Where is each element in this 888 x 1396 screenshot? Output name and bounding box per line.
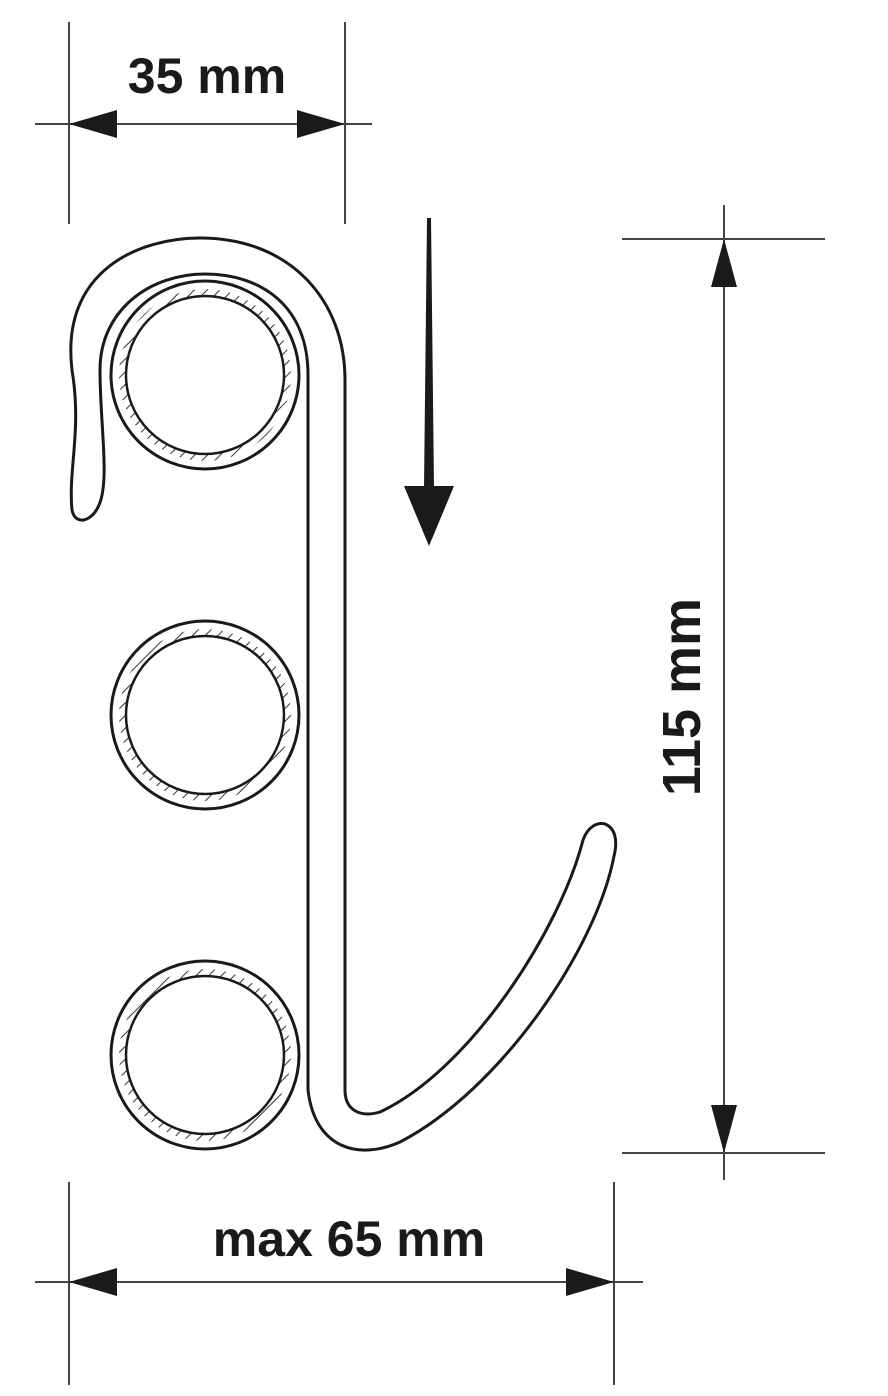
top-arrowhead-left [69, 110, 117, 138]
bottom-width-dimension: max 65 mm [35, 1182, 643, 1385]
bottom-arrowhead-right [566, 1268, 614, 1296]
hook-outline [69, 236, 618, 1152]
right-arrowhead-top [711, 239, 737, 287]
rail-top [109, 279, 301, 471]
height-dimension: 115 mm [622, 205, 825, 1180]
top-arrowhead-right [297, 110, 345, 138]
top-width-dimension: 35 mm [35, 22, 372, 224]
right-arrowhead-bottom [711, 1105, 737, 1153]
down-arrow-icon [404, 218, 454, 546]
rail-middle [109, 619, 301, 811]
top-width-label: 35 mm [128, 48, 286, 104]
height-label: 115 mm [652, 598, 712, 796]
rail-bottom [109, 959, 301, 1151]
bottom-arrowhead-left [69, 1268, 117, 1296]
bottom-width-label: max 65 mm [213, 1211, 485, 1267]
